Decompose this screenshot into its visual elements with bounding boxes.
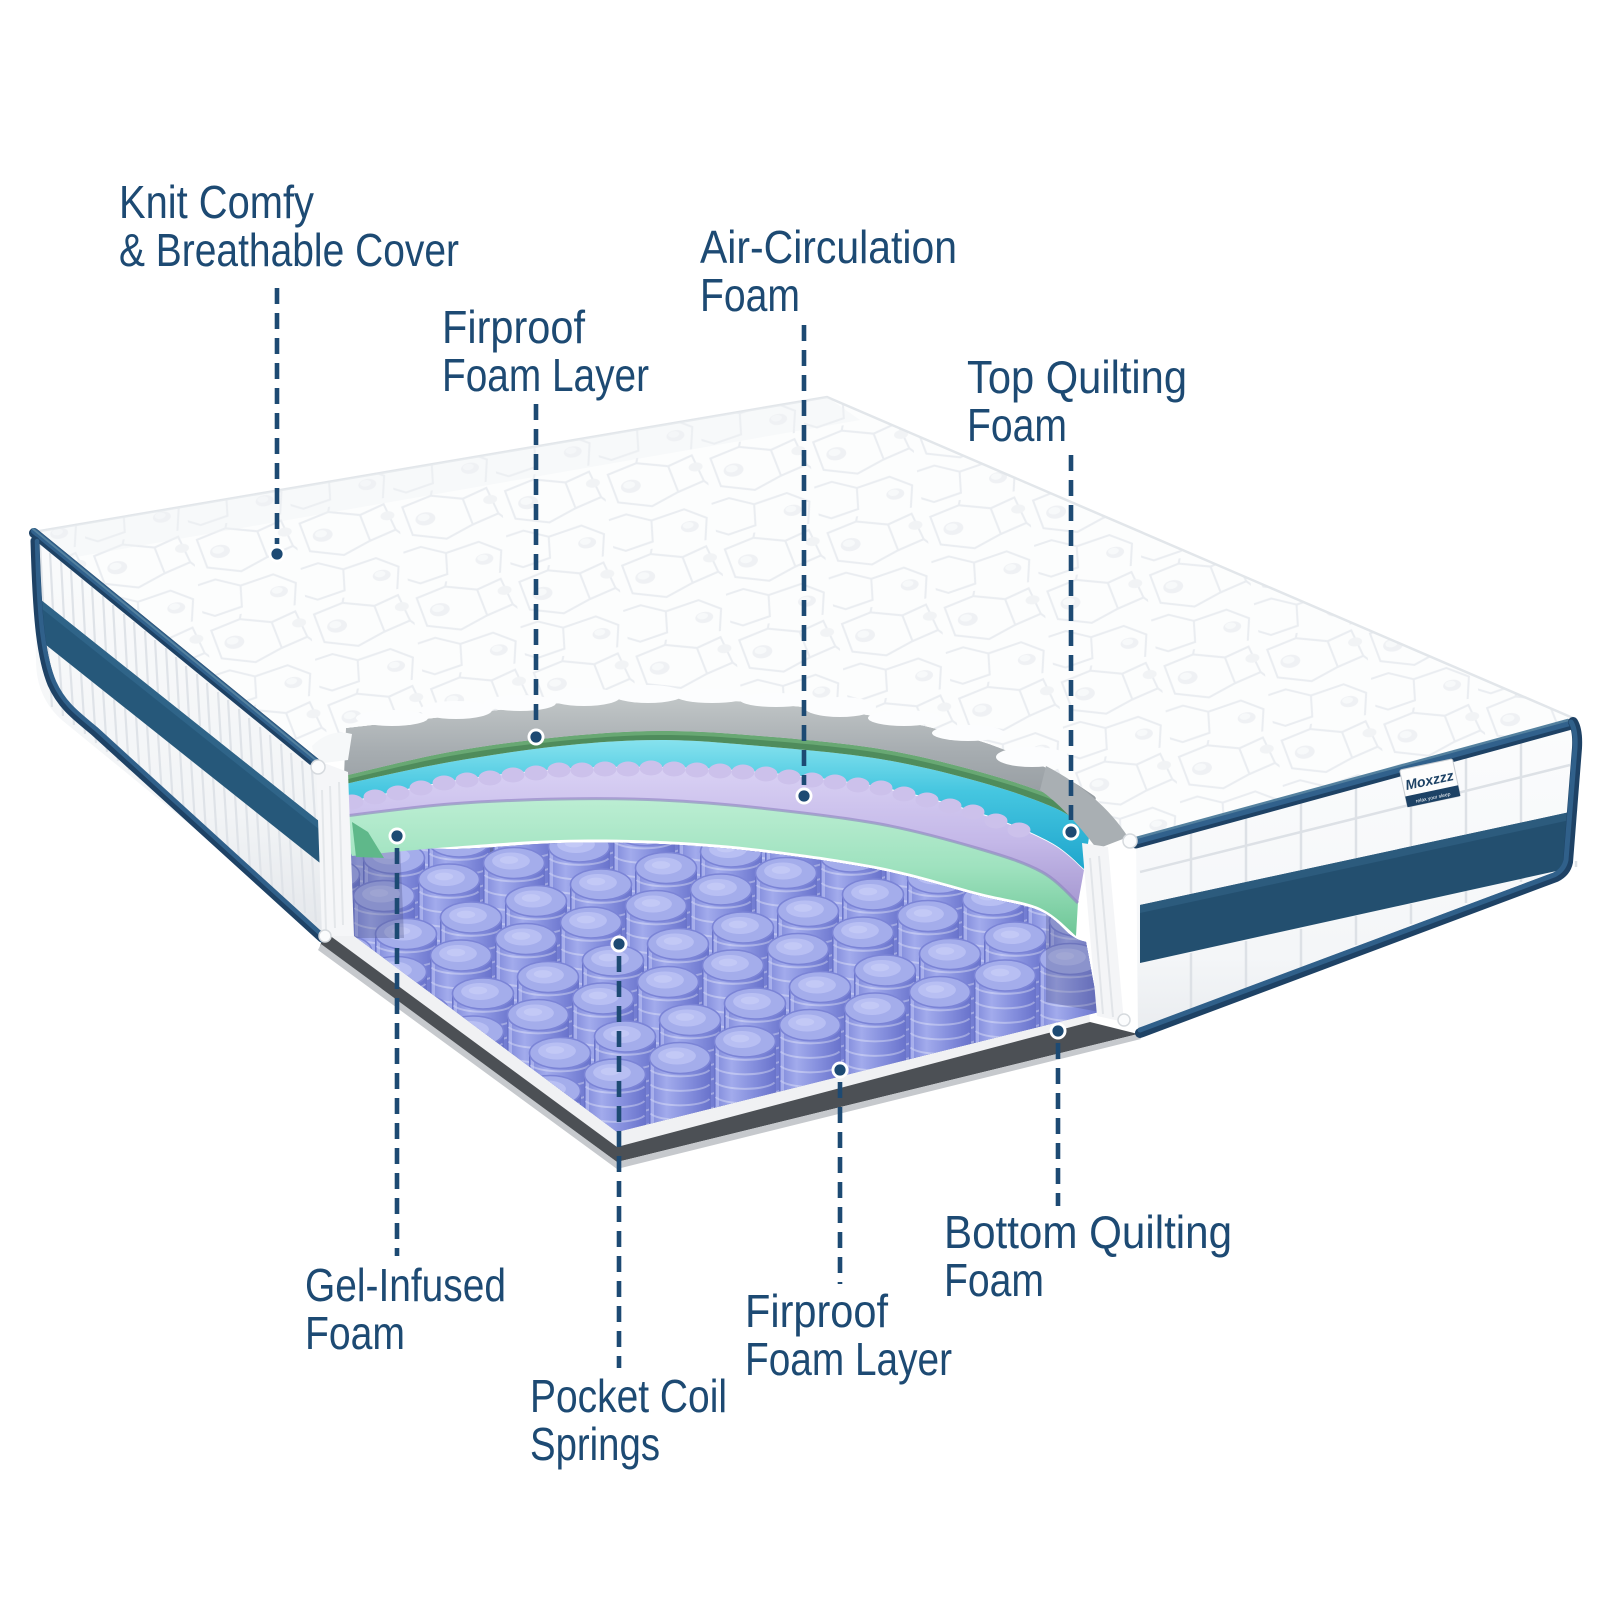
svg-text:Foam Layer: Foam Layer (442, 349, 649, 401)
svg-text:Foam: Foam (967, 399, 1067, 451)
svg-text:& Breathable Cover: & Breathable Cover (119, 224, 459, 276)
svg-text:Firproof: Firproof (442, 301, 585, 353)
svg-text:Gel-Infused: Gel-Infused (305, 1259, 506, 1311)
svg-text:Bottom Quilting: Bottom Quilting (944, 1206, 1232, 1258)
svg-text:Top Quilting: Top Quilting (967, 351, 1187, 403)
svg-text:Foam: Foam (944, 1254, 1044, 1306)
svg-text:Foam Layer: Foam Layer (745, 1333, 952, 1385)
svg-text:Pocket Coil: Pocket Coil (530, 1370, 727, 1422)
svg-text:Air-Circulation: Air-Circulation (700, 221, 957, 273)
svg-text:Foam: Foam (305, 1307, 405, 1359)
svg-text:Foam: Foam (700, 269, 800, 321)
svg-text:Knit Comfy: Knit Comfy (119, 176, 314, 228)
svg-text:Springs: Springs (530, 1418, 660, 1470)
svg-text:Firproof: Firproof (745, 1285, 888, 1337)
